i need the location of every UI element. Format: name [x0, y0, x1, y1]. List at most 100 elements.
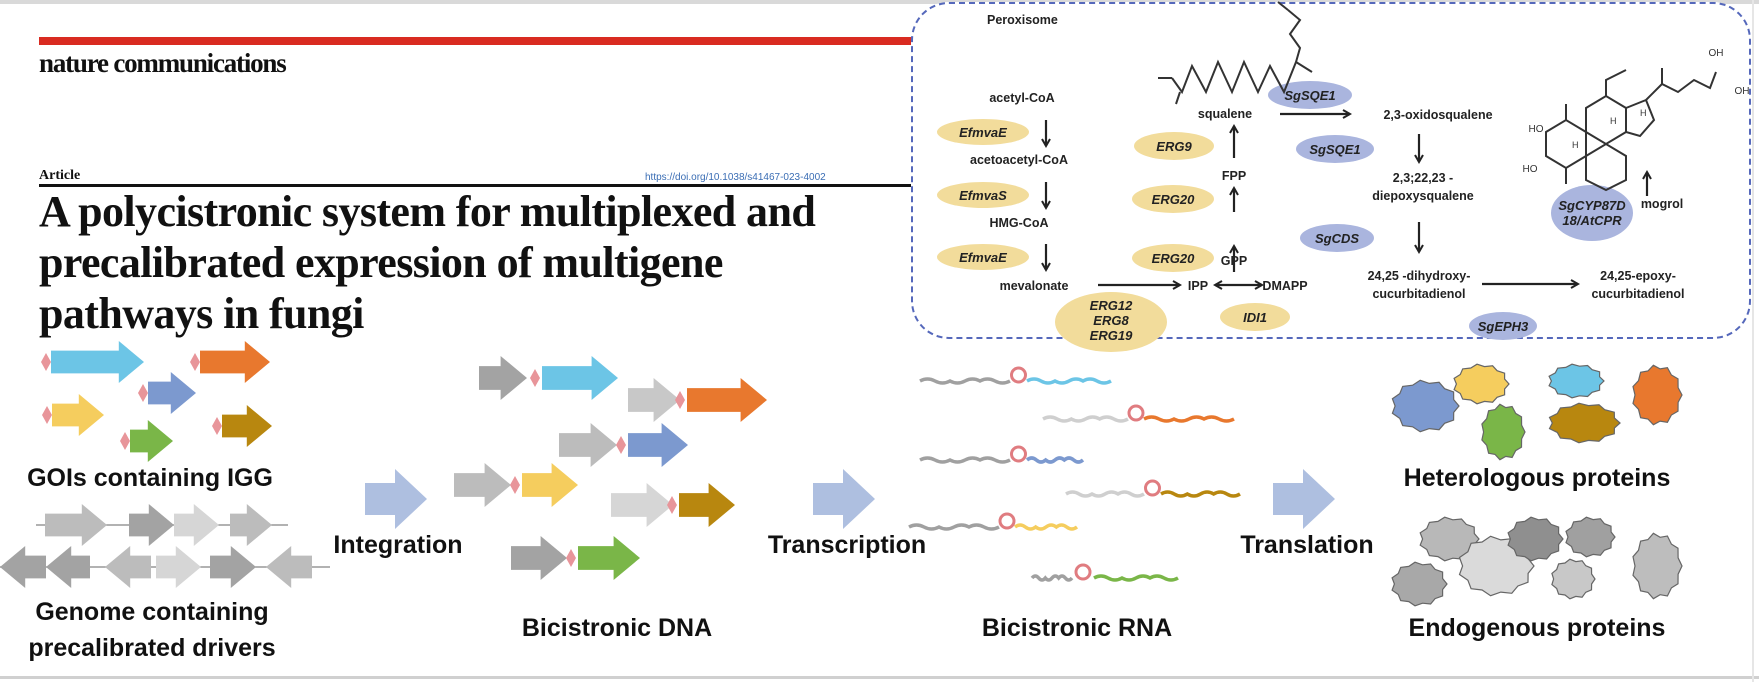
genome-label-line2: precalibrated drivers: [28, 634, 275, 662]
heterologous-proteins-label: Heterologous proteins: [1404, 464, 1671, 492]
rna-goi-segment: [1026, 377, 1112, 385]
protein-blobs: [1391, 363, 1683, 607]
enzyme-efmvas: EfmvaS: [959, 188, 1007, 203]
enzyme-idi1: IDI1: [1243, 310, 1267, 325]
goi-gene-arrow: [51, 341, 144, 383]
goi-gene-arrow: [222, 405, 272, 447]
rna-driver-segment: [1042, 415, 1129, 423]
driver-gene-arrow: [479, 356, 527, 400]
article-title: A polycistronic system for multiplexed a…: [39, 186, 939, 339]
metabolite-epoxy-line2: cucurbitadienol: [1591, 287, 1684, 301]
enzyme-ellipse: [937, 182, 1029, 208]
step-arrows: [365, 469, 1335, 529]
heterologous-protein-icon: [1548, 402, 1621, 444]
enzyme-erg20-fpp: ERG20: [1152, 192, 1195, 207]
rna-driver-segment: [919, 456, 1011, 464]
bicistronic-rna-label: Bicistronic RNA: [982, 614, 1172, 642]
enzyme-ellipse: [1300, 224, 1374, 252]
enzyme-erg19: ERG19: [1090, 328, 1133, 343]
driver-gene-arrow: [129, 504, 174, 546]
goi-gene-arrow: [130, 420, 173, 462]
driver-gene-arrow: [46, 546, 90, 588]
rna-goi-segment: [1093, 574, 1179, 582]
enzyme-sgsqe1-oxido: SgSQE1: [1309, 142, 1360, 157]
igg-diamond-icon: [616, 436, 626, 454]
rna-goi-segment: [1160, 490, 1241, 498]
metabolite-acetyl-coa: acetyl-CoA: [989, 91, 1054, 105]
heterologous-protein-icon: [1453, 363, 1510, 405]
rna-igg-loop-icon: [1010, 366, 1027, 384]
header-rule: [39, 184, 919, 187]
enzyme-ellipses: [937, 81, 1633, 352]
goi-gene-arrow: [679, 483, 735, 527]
igg-diamond-icon: [138, 384, 148, 402]
enzyme-atcpr: 18/AtCPR: [1562, 213, 1622, 228]
driver-gene-arrow: [105, 546, 151, 588]
step-translation-label: Translation: [1240, 531, 1373, 559]
peroxisome-pathway-panel: [911, 2, 1751, 339]
step-integration-label: Integration: [333, 531, 462, 559]
heterologous-protein-icon: [1391, 379, 1460, 433]
metabolite-diepoxysqualene-line2: diepoxysqualene: [1372, 189, 1473, 203]
enzyme-ellipse: [937, 119, 1029, 145]
title-line: pathways in fungi: [39, 289, 364, 338]
mogrol-oh-top: OH: [1709, 48, 1724, 59]
enzyme-efmvae-1: EfmvaE: [959, 125, 1007, 140]
mogrol-h-3: H: [1640, 108, 1647, 118]
goi-gene-arrow: [628, 423, 688, 467]
top-divider: [0, 0, 1759, 4]
bicistronic-dna-label: Bicistronic DNA: [522, 614, 712, 642]
mogrol-ho-lower: HO: [1523, 164, 1538, 175]
compartment-label: Peroxisome: [987, 13, 1058, 27]
enzyme-sgsqe1-squalene: SgSQE1: [1284, 88, 1335, 103]
enzyme-ellipse: [1134, 132, 1214, 160]
metabolite-dihydroxy-line2: cucurbitadienol: [1372, 287, 1465, 301]
endogenous-protein-icon: [1391, 561, 1448, 607]
endogenous-protein-icon: [1632, 532, 1683, 600]
driver-gene-arrow: [0, 546, 46, 588]
goi-gene-arrow: [52, 394, 104, 436]
driver-gene-arrow: [559, 423, 617, 467]
doi-link[interactable]: https://doi.org/10.1038/s41467-023-4002: [645, 172, 826, 183]
goi-gene-arrow: [200, 341, 270, 383]
igg-diamond-icon: [530, 369, 540, 387]
enzyme-ellipse: [1268, 81, 1352, 109]
driver-gene-arrow: [45, 504, 107, 546]
metabolite-diepoxysqualene-line1: 2,3;22,23 -: [1393, 171, 1453, 185]
heterologous-protein-icon: [1632, 364, 1683, 426]
mogrol-h-1: H: [1610, 116, 1617, 126]
driver-gene-arrow: [266, 546, 312, 588]
goi-gene-arrow: [522, 463, 578, 507]
bottom-divider: [0, 676, 1759, 679]
gene-arrows: [0, 341, 767, 588]
rna-driver-segment: [1030, 574, 1074, 582]
rna-igg-loop-icon: [998, 512, 1016, 530]
driver-gene-arrow: [628, 378, 680, 422]
enzyme-sgcyp87d: SgCYP87D: [1558, 198, 1626, 213]
step-transcription-label: Transcription: [768, 531, 926, 559]
enzyme-erg20-gpp: ERG20: [1152, 251, 1195, 266]
enzyme-sgcds: SgCDS: [1315, 231, 1359, 246]
driver-gene-arrow: [156, 546, 201, 588]
heterologous-protein-icon: [1548, 363, 1605, 399]
enzyme-ellipse: [1132, 185, 1214, 213]
rna-goi-segment: [1013, 523, 1079, 531]
metabolite-hmg-coa: HMG-CoA: [989, 216, 1048, 230]
igg-diamond-icon: [120, 432, 130, 450]
article-type: Article: [39, 168, 81, 183]
igg-diamond-icon: [190, 353, 200, 371]
igg-diamond-icon: [212, 417, 222, 435]
driver-gene-arrow: [230, 504, 272, 546]
endogenous-protein-icon: [1565, 516, 1616, 558]
driver-gene-arrow: [611, 483, 673, 527]
metabolite-mevalonate: mevalonate: [1000, 279, 1069, 293]
igg-diamond-icon: [41, 353, 51, 371]
metabolite-acetoacetyl-coa: acetoacetyl-CoA: [970, 153, 1068, 167]
enzyme-ellipse: [1551, 185, 1633, 241]
transcription-arrow-icon: [813, 469, 875, 529]
journal-name: nature communications: [39, 48, 287, 78]
mogrol-ho-upper: HO: [1529, 124, 1544, 135]
right-edge: [1752, 0, 1754, 682]
rna-driver-segment: [1065, 490, 1145, 498]
